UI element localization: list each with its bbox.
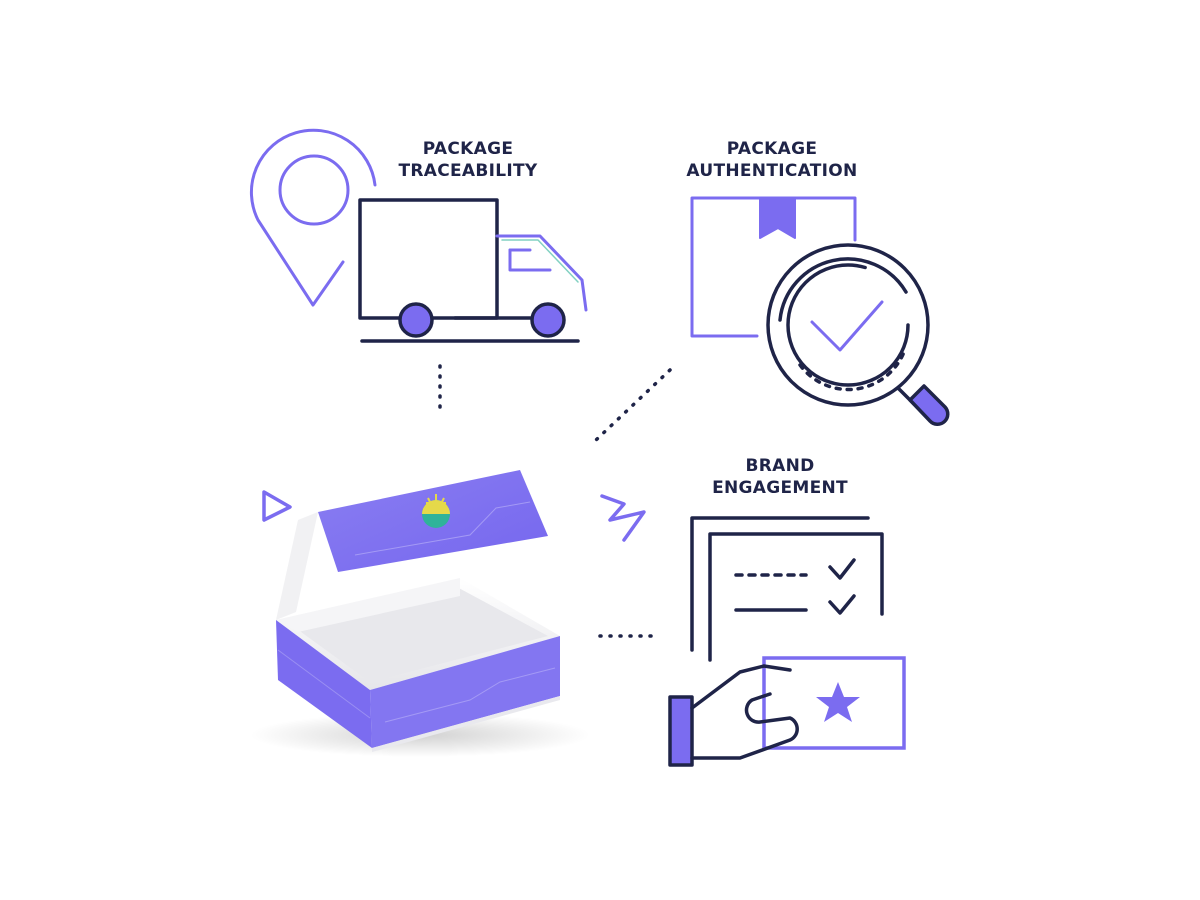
package-box-icon <box>690 196 857 338</box>
traceability-label-line1: PACKAGE <box>422 139 514 159</box>
zigzag-accent-icon <box>600 494 646 542</box>
hand-icon <box>668 664 799 767</box>
star-card-icon <box>762 656 906 750</box>
traceability-label-line2: TRACEABILITY <box>398 161 538 181</box>
delivery-truck-icon <box>358 198 588 343</box>
authentication-label: PACKAGE AUTHENTICATION <box>672 138 872 182</box>
location-pin-icon <box>249 128 377 307</box>
traceability-label: PACKAGE TRACEABILITY <box>388 138 548 182</box>
triangle-accent-icon <box>262 490 292 522</box>
authentication-label-line1: PACKAGE <box>726 139 818 159</box>
engagement-label: BRAND ENGAGEMENT <box>695 455 865 499</box>
truck-wheel-icon <box>398 302 566 338</box>
engagement-label-line2: ENGAGEMENT <box>712 478 848 498</box>
magnifier-check-icon <box>766 243 950 426</box>
engagement-label-line1: BRAND <box>745 456 815 476</box>
authentication-label-line2: AUTHENTICATION <box>686 161 858 181</box>
connector-lines <box>438 364 672 638</box>
open-gift-box-icon <box>250 470 590 757</box>
checklist-document-icon <box>690 516 884 662</box>
